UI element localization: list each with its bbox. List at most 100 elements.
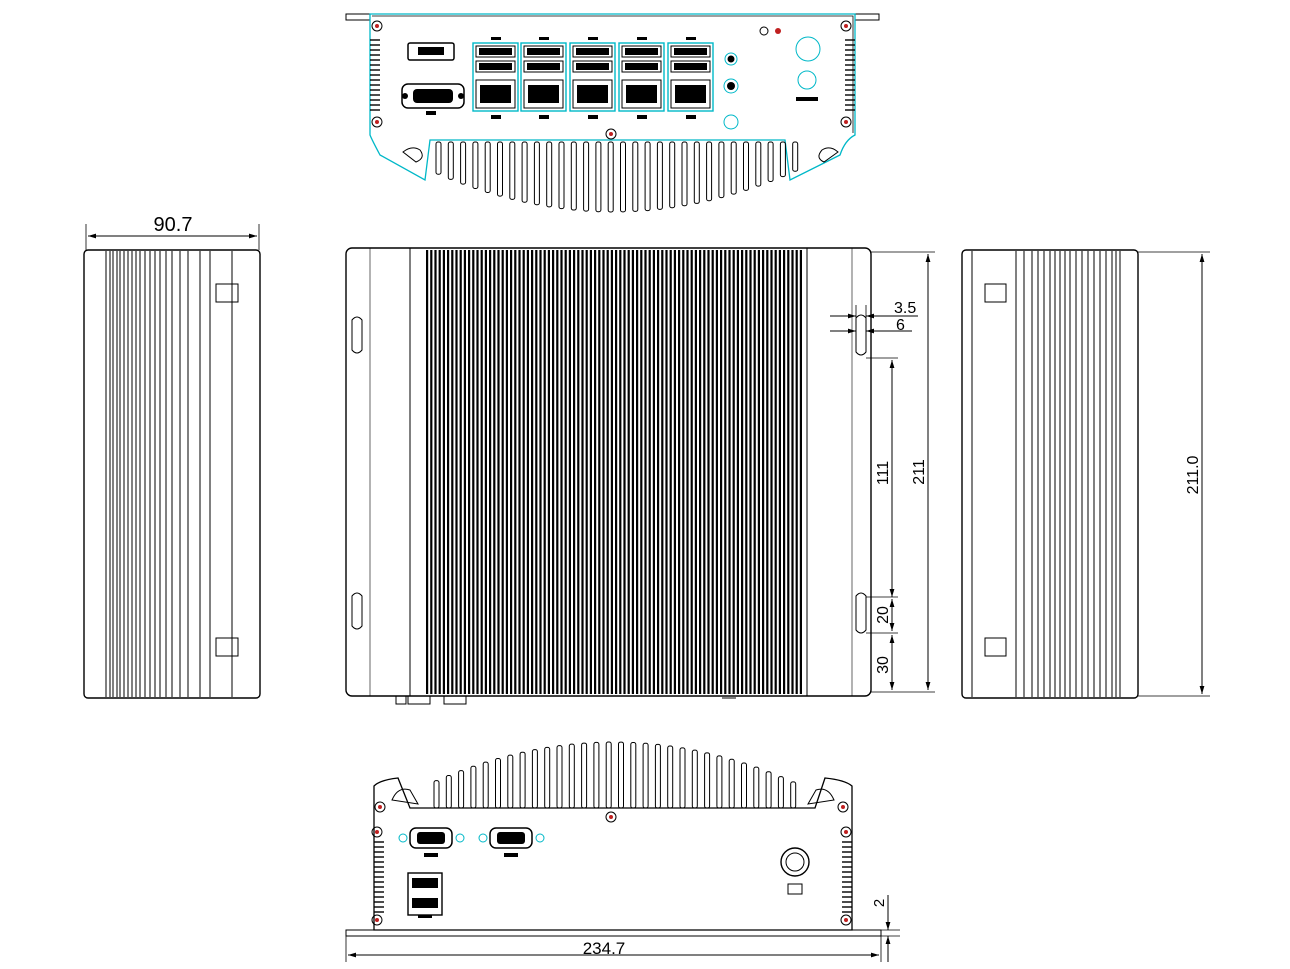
heatsink-fin (602, 250, 605, 694)
heatsink-fin (493, 250, 496, 694)
heatsink-fin (514, 250, 517, 694)
heatsink-fin (470, 765, 477, 809)
usb-icon (588, 37, 598, 40)
heatsink-fin (598, 250, 601, 694)
heatsink-fin (430, 250, 433, 694)
mount-tab (215, 637, 239, 657)
heatsink-fin (459, 250, 462, 694)
top-view-heatsink: 211 111 20 30 3.5 6 (345, 247, 935, 705)
heatsink-fin (648, 250, 651, 694)
usb-lan-stack (667, 37, 714, 119)
rear-panel-outline (369, 13, 856, 182)
heatsink-fin (636, 250, 639, 694)
heatsink-fin (715, 250, 718, 694)
screw-hole (840, 20, 852, 32)
lan-port (523, 79, 564, 109)
heatsink-fin (657, 250, 660, 694)
screw-hole (840, 914, 852, 926)
heatsink-fin (501, 250, 504, 694)
top-flange-left (345, 13, 371, 21)
heatsink-fin (435, 141, 442, 175)
heatsink-fin (632, 141, 639, 212)
mount-slot (351, 592, 363, 630)
heatsink-fin (438, 250, 441, 694)
heatsink-fin (615, 250, 618, 694)
dim-width: 234.7 (583, 939, 626, 958)
heatsink-fin (547, 250, 550, 694)
heatsink-fin (560, 250, 563, 694)
power-icon (787, 883, 803, 895)
heatsink-fin (489, 250, 492, 694)
heatsink-fin (607, 141, 614, 213)
base-plate (345, 929, 882, 937)
lan-port (572, 79, 613, 109)
dim-30: 30 (875, 656, 892, 674)
screw-hole (375, 120, 379, 124)
heatsink-fin (618, 741, 624, 809)
ground-icon (759, 26, 769, 36)
heatsink-fin (753, 766, 760, 809)
heatsink-fin (661, 250, 664, 694)
heatsink-fin (703, 250, 706, 694)
right-fin-edge (842, 841, 852, 913)
screw-hole (605, 811, 617, 823)
heatsink-fin (495, 757, 501, 809)
heatsink-fin (732, 250, 735, 694)
heatsink-fin (447, 141, 454, 180)
screw-hole (609, 132, 613, 136)
heatsink-fin (552, 250, 555, 694)
heatsink-fin (779, 141, 786, 178)
front-io-view: 234.7 2 (345, 741, 900, 962)
heatsink-fin (656, 141, 663, 210)
heatsink-fin (665, 250, 668, 694)
heatsink-fin (535, 250, 538, 694)
heatsink-fin (787, 250, 790, 694)
heatsink-fin (605, 741, 612, 809)
network-port-icon (588, 115, 598, 119)
usb-icon (491, 37, 501, 40)
heatsink-fin (468, 250, 471, 694)
usb-port-stack (407, 872, 443, 918)
com-port (478, 827, 545, 857)
heatsink-fin (699, 250, 702, 694)
screw-hole (840, 826, 852, 838)
heatsink-fin (472, 250, 475, 694)
usb-lan-stack (618, 37, 665, 119)
heatsink-fin (716, 755, 723, 809)
mount-slot (855, 314, 867, 356)
screw-hole (844, 24, 848, 28)
heatsink-fin (533, 141, 540, 206)
usb-icon (686, 37, 696, 40)
heatsink-fin (673, 250, 676, 694)
heatsink-fin (463, 250, 466, 694)
heatsink-fin (630, 741, 637, 809)
heatsink-fin (619, 250, 622, 694)
heatsink-fin (556, 745, 563, 809)
heatsink-fin (451, 250, 454, 694)
heatsink-fin (518, 250, 521, 694)
heatsink-fin (767, 141, 774, 183)
heatsink-fin (765, 771, 772, 809)
heatsink-fin (426, 250, 429, 694)
heatsink-fin (507, 754, 514, 809)
heatsink-fin (682, 250, 685, 694)
heatsink-fin (778, 250, 781, 694)
heatsink-fin (720, 250, 723, 694)
heatsink-fin (718, 141, 725, 199)
heatsink-fin (585, 250, 588, 694)
side-outline (961, 249, 1139, 699)
heatsink-fin (539, 250, 542, 694)
heatsink-fin (707, 250, 710, 694)
heatsink-fin (558, 141, 565, 210)
heatsink-fin (644, 141, 651, 212)
dim-height: 211 (911, 459, 928, 485)
heatsink-fin (484, 141, 491, 193)
heatsink-fin (531, 749, 538, 809)
heatsink-fin (484, 250, 487, 694)
network-port-icon (686, 115, 696, 119)
com-port (398, 827, 465, 857)
heatsink-fin (644, 250, 647, 694)
dim-height-alt: 211.0 (1185, 455, 1202, 494)
heatsink-fin (766, 250, 769, 694)
